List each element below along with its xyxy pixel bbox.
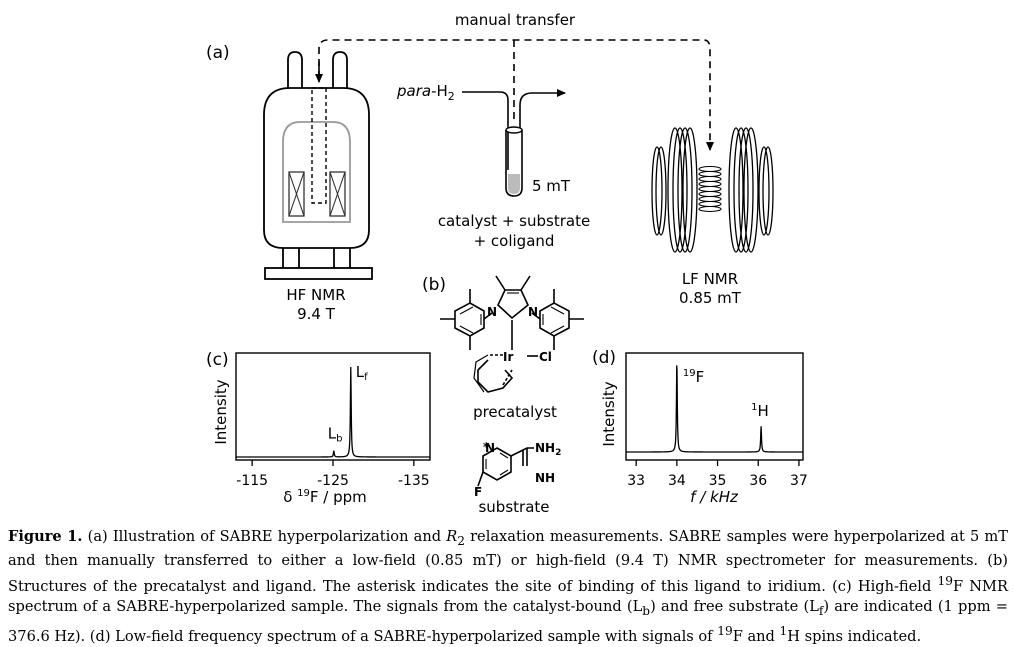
hf-nmr-magnet-icon (263, 51, 373, 280)
sample-label-line2: + coligand (474, 232, 555, 250)
panel-b-label: (b) (422, 275, 446, 295)
svg-text:N: N (487, 305, 497, 319)
panel-c-label: (c) (206, 350, 229, 370)
imine-nh: NH (535, 471, 555, 485)
panel-d-spectrum-line (626, 365, 803, 453)
amine-nh2: NH2 (535, 441, 561, 458)
panel-c-xlabel: δ 19F / ppm (283, 488, 367, 506)
sample-label-line1: catalyst + substrate (438, 212, 590, 230)
x-tick-label: 33 (627, 473, 645, 489)
para-h2-label: para-H2 (396, 82, 455, 103)
panel-d: (d) Intensity 33 34 35 36 37 19F 1H f / kHz (592, 348, 808, 506)
peak-label-1h: 1H (751, 402, 769, 420)
svg-text:N: N (528, 305, 538, 319)
gas-outlet-arrow (519, 89, 566, 130)
lf-field-label: 0.85 mT (679, 289, 742, 307)
x-tick-label: -125 (317, 473, 349, 489)
chlorine-atom: Cl (539, 350, 552, 364)
substrate-label: substrate (478, 498, 549, 516)
asterisk-binding-site: * (483, 440, 490, 454)
field-5mt-label: 5 mT (532, 177, 571, 195)
panel-d-xlabel: f / kHz (690, 488, 739, 506)
precatalyst-structure-icon (440, 275, 584, 393)
panel-d-x-ticks: 33 34 35 36 37 (627, 460, 808, 489)
manual-transfer-label: manual transfer (455, 11, 576, 29)
panel-c-x-ticks: -115 -125 -135 (236, 460, 430, 489)
caption-figure-label: Figure 1. (8, 528, 83, 545)
panel-c-ylabel: Intensity (212, 379, 230, 444)
panel-d-label: (d) (592, 348, 616, 368)
hf-nmr-label: HF NMR (286, 286, 345, 304)
x-tick-label: 36 (749, 473, 767, 489)
panel-c-spectrum-line (236, 366, 430, 458)
panel-c: (c) Intensity -115 -125 -135 Lf Lb δ 19F /… (206, 350, 431, 506)
substrate-structure-icon (477, 447, 534, 487)
lf-nmr-coils-icon (651, 127, 774, 253)
fluorine-atom: F (474, 485, 482, 499)
figure-1: (a) manual transfer HF NMR 9.4 T para- (206, 11, 808, 516)
iridium-atom: Ir (503, 350, 513, 364)
x-tick-label: 35 (709, 473, 727, 489)
hf-field-label: 9.4 T (297, 305, 336, 323)
peak-label-19f: 19F (683, 368, 704, 386)
svg-text:N: N (485, 441, 495, 455)
x-tick-label: -135 (398, 473, 430, 489)
peak-label-lb: Lb (328, 425, 343, 445)
gas-inlet-line (462, 91, 509, 170)
x-tick-label: 34 (668, 473, 686, 489)
peak-label-lf: Lf (356, 363, 368, 383)
panel-d-axes-frame (625, 352, 804, 461)
lf-nmr-label: LF NMR (682, 270, 738, 288)
x-tick-label: -115 (236, 473, 268, 489)
manual-transfer-arrows (318, 39, 714, 151)
x-tick-label: 37 (790, 473, 808, 489)
panel-a: (a) manual transfer HF NMR 9.4 T para- (206, 11, 774, 323)
panel-a-label: (a) (206, 43, 230, 63)
panel-d-ylabel: Intensity (600, 381, 618, 446)
sample-tube-icon (505, 126, 523, 197)
figure-caption: Figure 1. (a) Illustration of SABRE hype… (8, 528, 1008, 645)
panel-b: (b) N N Ir (422, 275, 584, 516)
precatalyst-label: precatalyst (473, 403, 557, 421)
panel-c-axes-frame (235, 352, 431, 461)
